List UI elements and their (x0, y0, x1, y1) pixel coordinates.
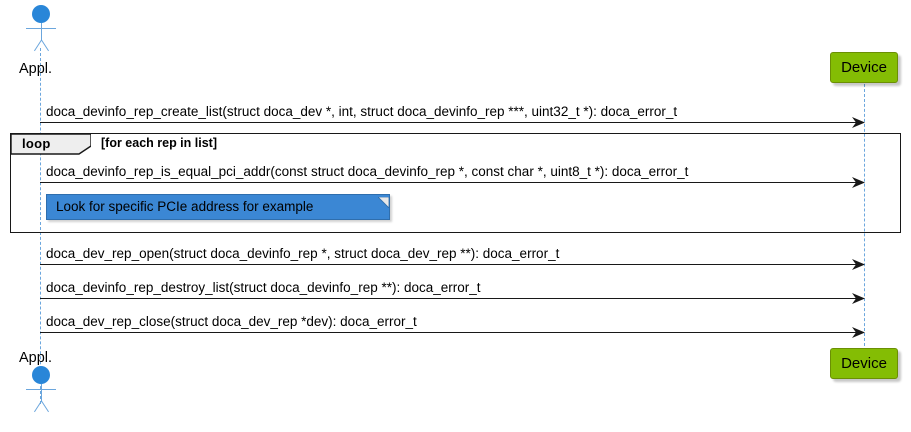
fragment-loop: loop [for each rep in list] (10, 133, 901, 233)
actor-label-appl-top: Appl. (19, 61, 53, 77)
message-1-label: doca_devinfo_rep_create_list(struct doca… (46, 104, 678, 119)
actor-appl-top[interactable] (20, 5, 62, 52)
participant-device-bottom[interactable]: Device (830, 348, 898, 379)
participant-device-bottom-label: Device (841, 355, 887, 372)
actor-label-appl-bottom: Appl. (19, 350, 53, 366)
note-pcie-address[interactable]: Look for specific PCIe address for examp… (46, 194, 390, 220)
fragment-loop-operator: loop (22, 136, 51, 151)
message-3-line (40, 264, 864, 265)
message-4-line (40, 298, 864, 299)
message-2-label: doca_devinfo_rep_is_equal_pci_addr(const… (46, 164, 689, 179)
actor-leg-left (34, 400, 42, 413)
fragment-loop-tab (10, 133, 92, 160)
actor-arms-line (26, 389, 56, 390)
message-1-line (40, 122, 864, 123)
message-2-line (40, 182, 864, 183)
actor-head-icon (32, 366, 50, 384)
note-fold-corner-icon (377, 195, 390, 209)
actor-head-icon (32, 5, 50, 23)
participant-device-top-label: Device (841, 59, 887, 76)
actor-arms-line (26, 28, 56, 29)
message-5-line (40, 332, 864, 333)
actor-appl-bottom[interactable] (20, 366, 62, 413)
fragment-loop-guard: [for each rep in list] (101, 136, 217, 150)
actor-leg-right (41, 400, 49, 413)
actor-body-line (40, 23, 42, 41)
message-5-label: doca_dev_rep_close(struct doca_dev_rep *… (46, 314, 417, 329)
actor-leg-right (41, 39, 49, 52)
lifeline-appl (40, 48, 41, 404)
message-3-label: doca_dev_rep_open(struct doca_devinfo_re… (46, 246, 560, 261)
actor-body-line (40, 384, 42, 402)
message-4-label: doca_devinfo_rep_destroy_list(struct doc… (46, 280, 481, 295)
lifeline-device (864, 84, 865, 346)
note-pcie-address-text: Look for specific PCIe address for examp… (56, 199, 314, 214)
actor-leg-left (34, 39, 42, 52)
participant-device-top[interactable]: Device (830, 52, 898, 83)
